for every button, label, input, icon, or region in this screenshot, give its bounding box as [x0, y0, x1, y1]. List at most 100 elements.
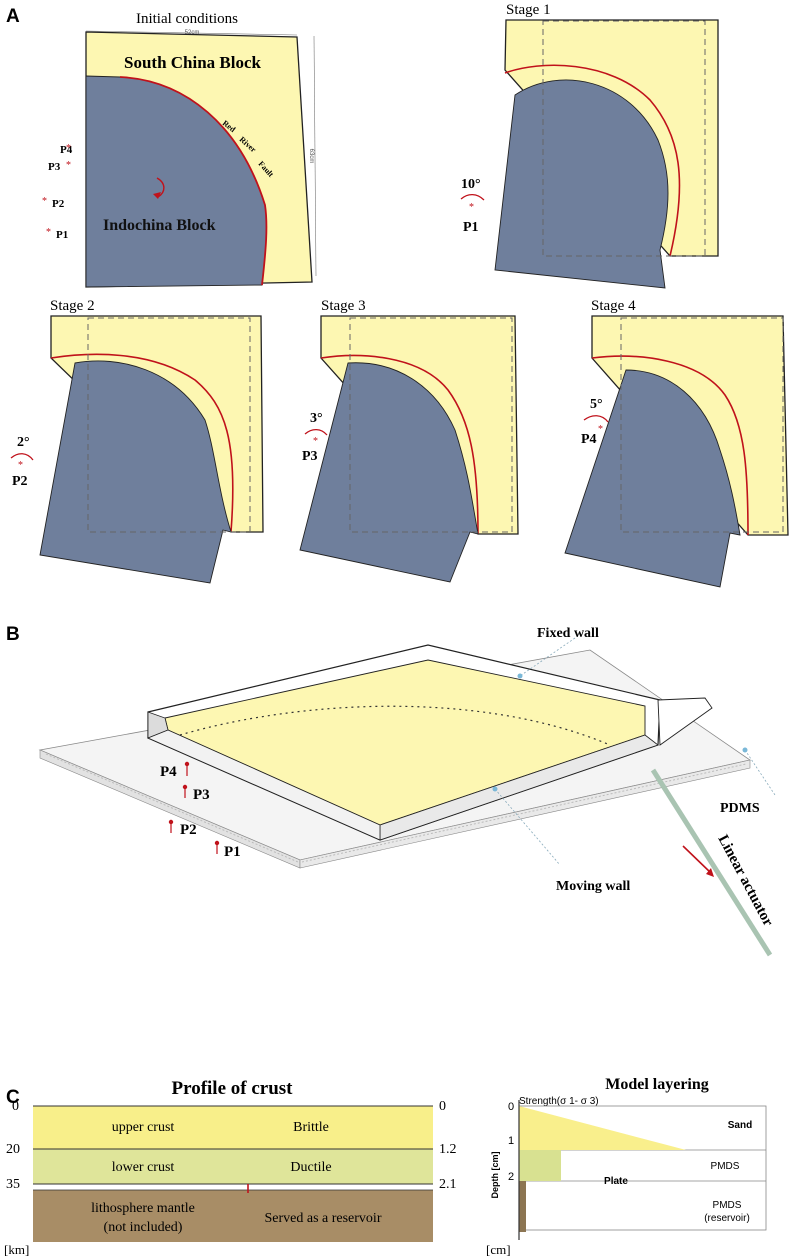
- point-marker-p1: *: [46, 227, 51, 238]
- actuator-arrowhead: [706, 868, 714, 877]
- upper-crust-behavior: Brittle: [293, 1120, 329, 1135]
- pmds-reservoir-label: PMDS: [713, 1200, 742, 1211]
- stage-4-fault: [591, 355, 749, 536]
- stage-1-fault: [504, 64, 681, 257]
- lower-crust-behavior: Ductile: [290, 1160, 331, 1175]
- point-marker-p3: *: [66, 160, 71, 171]
- pdms-plate-right-edge: [299, 759, 751, 869]
- rotation-arrow: [156, 177, 165, 198]
- pmds-strength-bar: [519, 1150, 561, 1181]
- stage-4-indochina: [564, 369, 741, 588]
- stage-3-angle: 3°: [310, 411, 323, 426]
- stage-2-angle: 2°: [17, 435, 30, 450]
- red-river-fault-line: [119, 76, 268, 286]
- pdms-leader: [744, 749, 776, 796]
- panel-b-points: P4 P3 P2 P1: [160, 761, 241, 860]
- pdms-label: PDMS: [720, 801, 760, 816]
- fixed-wall-point: [517, 673, 523, 679]
- width-dimension: 52cm: [185, 30, 200, 36]
- mantle-behavior: Served as a reservoir: [264, 1211, 381, 1226]
- b-point-label-p1: P1: [224, 844, 241, 860]
- indochina-label: Indochina Block: [103, 217, 216, 234]
- stage-2-outline: [87, 317, 251, 533]
- panel-c-letter: C: [6, 1087, 20, 1108]
- panel-b: B Fixed wall PDMS Moving wall Linear act…: [6, 624, 776, 957]
- moving-wall-point: [492, 786, 498, 792]
- stage-4-title: Stage 4: [591, 298, 636, 314]
- layering-title: Model layering: [605, 1076, 709, 1093]
- stage-3-rotation-arrow: [304, 428, 328, 436]
- layering-tick-0: 0: [508, 1101, 514, 1113]
- layering-tick-1: 1: [508, 1135, 514, 1147]
- b-point-label-p3: P3: [193, 787, 210, 803]
- panel-b-letter: B: [6, 624, 20, 645]
- lower-crust-layer: [33, 1149, 433, 1184]
- stage-3-point-label: P3: [302, 449, 318, 464]
- stage-4-point-marker: *: [598, 424, 603, 435]
- left-tick-35: 35: [6, 1177, 20, 1192]
- moving-wall-label: Moving wall: [556, 879, 630, 894]
- b-point-label-p2: P2: [180, 822, 197, 838]
- b-point-head-p1: [214, 840, 220, 846]
- height-dimension: 63cm: [308, 149, 314, 164]
- stage-2-fault: [50, 353, 234, 533]
- initial-title: Initial conditions: [136, 11, 238, 27]
- panel-c: C Profile of crust 0 20 35 0 1.2 2.1 [km…: [4, 1076, 767, 1257]
- linear-actuator-rod: [650, 768, 773, 957]
- stage-2-rotation-arrow: [10, 453, 34, 461]
- point-label-p4: P4: [60, 144, 73, 156]
- sand-label: Sand: [728, 1120, 752, 1131]
- sand-strength-wedge: [519, 1106, 686, 1150]
- point-marker-p2: *: [42, 196, 47, 207]
- mantle-name: lithosphere mantle: [91, 1201, 195, 1216]
- right-tick-2-1: 2.1: [439, 1177, 457, 1192]
- left-tick-20: 20: [6, 1142, 20, 1157]
- layering-unit: [cm]: [486, 1242, 511, 1257]
- south-china-label: South China Block: [124, 53, 262, 72]
- pdms-texture-left: [45, 753, 299, 863]
- panel-a: A Initial conditions 52cm 63cm South Chi…: [6, 2, 789, 588]
- stage-1-angle: 10°: [461, 177, 481, 192]
- mantle-layer: [33, 1190, 433, 1242]
- pdms-point: [742, 747, 748, 753]
- stage-1-indochina: [494, 79, 669, 289]
- mantle-note: (not included): [104, 1220, 183, 1235]
- lower-crust-name: lower crust: [112, 1160, 175, 1175]
- actuator-direction-arrow: [682, 845, 713, 875]
- layering-tick-2: 2: [508, 1171, 514, 1183]
- reservoir-note: (reservoir): [704, 1213, 750, 1224]
- point-label-p1: P1: [56, 229, 68, 241]
- point-marker-p4: *: [66, 143, 71, 154]
- fixed-wall-label: Fixed wall: [537, 626, 599, 641]
- right-tick-1-2: 1.2: [439, 1142, 457, 1157]
- moving-wall-leader: [494, 788, 561, 866]
- point-label-p3: P3: [48, 161, 61, 173]
- stage-4-outline: [620, 317, 784, 533]
- upper-crust-layer: [33, 1106, 433, 1149]
- stage-1: Stage 1 10° * P1: [460, 2, 719, 289]
- stage-4-rotation-arrow: [583, 415, 609, 423]
- stage-3-outline: [349, 317, 513, 533]
- rotation-arrowhead: [153, 192, 161, 199]
- stage-1-point-label: P1: [463, 220, 479, 235]
- stage-2: Stage 2 2° * P2: [10, 298, 264, 584]
- stage-3-fault: [320, 354, 479, 535]
- stage-2-point-marker: *: [18, 460, 23, 471]
- upper-crust-name: upper crust: [112, 1120, 175, 1135]
- panel-a-letter: A: [6, 6, 20, 27]
- stage-4-point-label: P4: [581, 432, 597, 447]
- right-tick-0: 0: [439, 1099, 446, 1114]
- b-point-head-p4: [184, 761, 190, 767]
- fault-trace: [179, 705, 611, 746]
- stage-1-rotation-arrow: [460, 193, 485, 201]
- reservoir-strength-bar: [519, 1181, 526, 1232]
- profile-title: Profile of crust: [172, 1078, 294, 1099]
- stage-4-angle: 5°: [590, 397, 603, 412]
- front-wall: [146, 729, 381, 841]
- stage-3-point-marker: *: [313, 436, 318, 447]
- left-tick-0: 0: [12, 1099, 19, 1114]
- crust-profile: Profile of crust 0 20 35 0 1.2 2.1 [km] …: [4, 1078, 457, 1257]
- fixed-wall-leader: [519, 637, 576, 677]
- b-point-label-p4: P4: [160, 764, 177, 780]
